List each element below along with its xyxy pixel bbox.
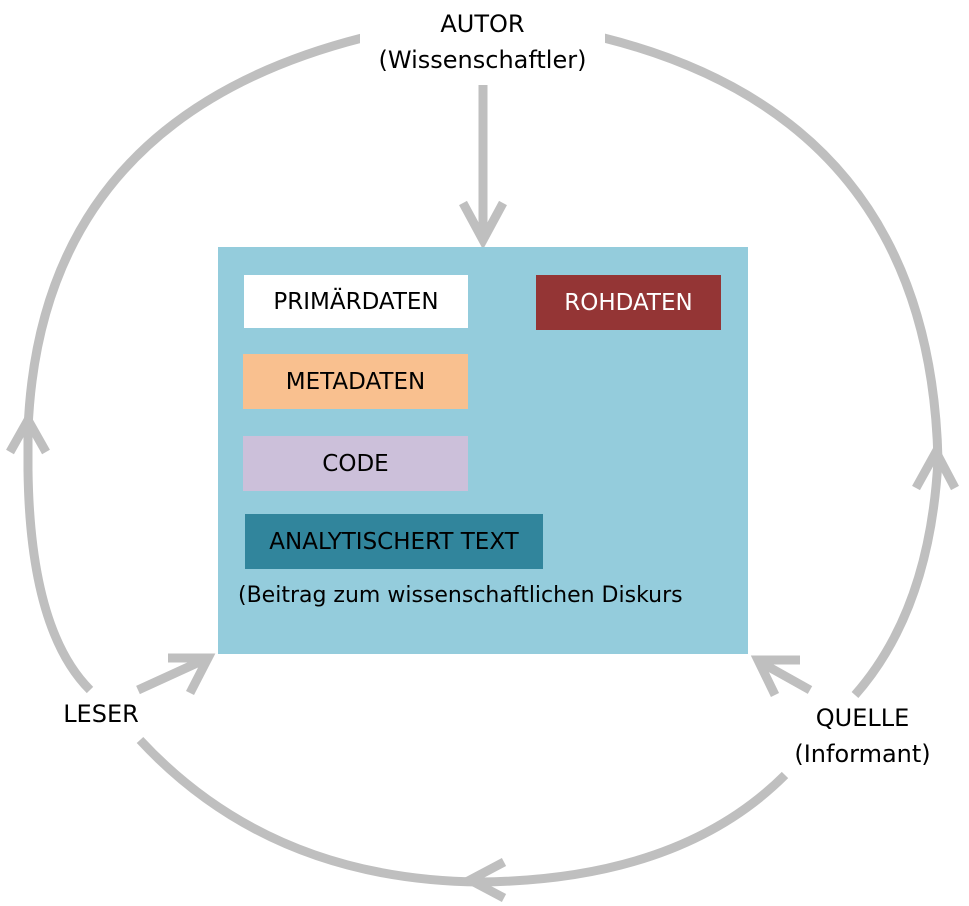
arrow-leser-head bbox=[168, 653, 216, 696]
panel-caption: (Beitrag zum wissenschaftlichen Diskurs bbox=[238, 583, 683, 608]
box-code: CODE bbox=[243, 436, 468, 491]
node-leser-title: LESER bbox=[63, 700, 139, 728]
node-leser: LESER bbox=[55, 696, 147, 732]
arrow-quelle-shaft bbox=[757, 658, 813, 694]
cycle-arrowhead-right bbox=[912, 442, 959, 491]
node-autor-subtitle: (Wissenschaftler) bbox=[378, 46, 587, 74]
node-quelle: QUELLE (Informant) bbox=[785, 700, 940, 772]
box-analytischer-text-label: ANALYTISCHERT TEXT bbox=[269, 528, 519, 555]
box-rohdaten: ROHDATEN bbox=[536, 275, 721, 330]
box-rohdaten-label: ROHDATEN bbox=[564, 289, 693, 316]
box-code-label: CODE bbox=[322, 450, 389, 477]
node-quelle-subtitle: (Informant) bbox=[794, 740, 931, 768]
box-primaerdaten-label: PRIMÄRDATEN bbox=[273, 288, 439, 315]
box-metadaten-label: METADATEN bbox=[285, 368, 426, 395]
node-autor: AUTOR (Wissenschaftler) bbox=[360, 6, 605, 78]
cycle-arc-top-left bbox=[23, 33, 364, 694]
node-autor-title: AUTOR bbox=[440, 10, 525, 38]
cycle-arrowhead-bottom bbox=[460, 858, 507, 902]
box-analytischer-text: ANALYTISCHERT TEXT bbox=[245, 514, 543, 569]
cycle-arc-bottom bbox=[136, 736, 789, 887]
arrow-quelle-head bbox=[750, 655, 800, 697]
box-metadaten: METADATEN bbox=[243, 354, 468, 409]
arrow-autor-head bbox=[459, 200, 507, 250]
central-panel: PRIMÄRDATEN ROHDATEN METADATEN CODE ANAL… bbox=[218, 247, 748, 654]
node-quelle-title: QUELLE bbox=[815, 704, 910, 732]
arrow-leser-shaft bbox=[136, 653, 210, 695]
cycle-arrowhead-left bbox=[6, 410, 50, 455]
box-primaerdaten: PRIMÄRDATEN bbox=[244, 275, 468, 328]
cycle-arc-top-right bbox=[602, 33, 943, 698]
